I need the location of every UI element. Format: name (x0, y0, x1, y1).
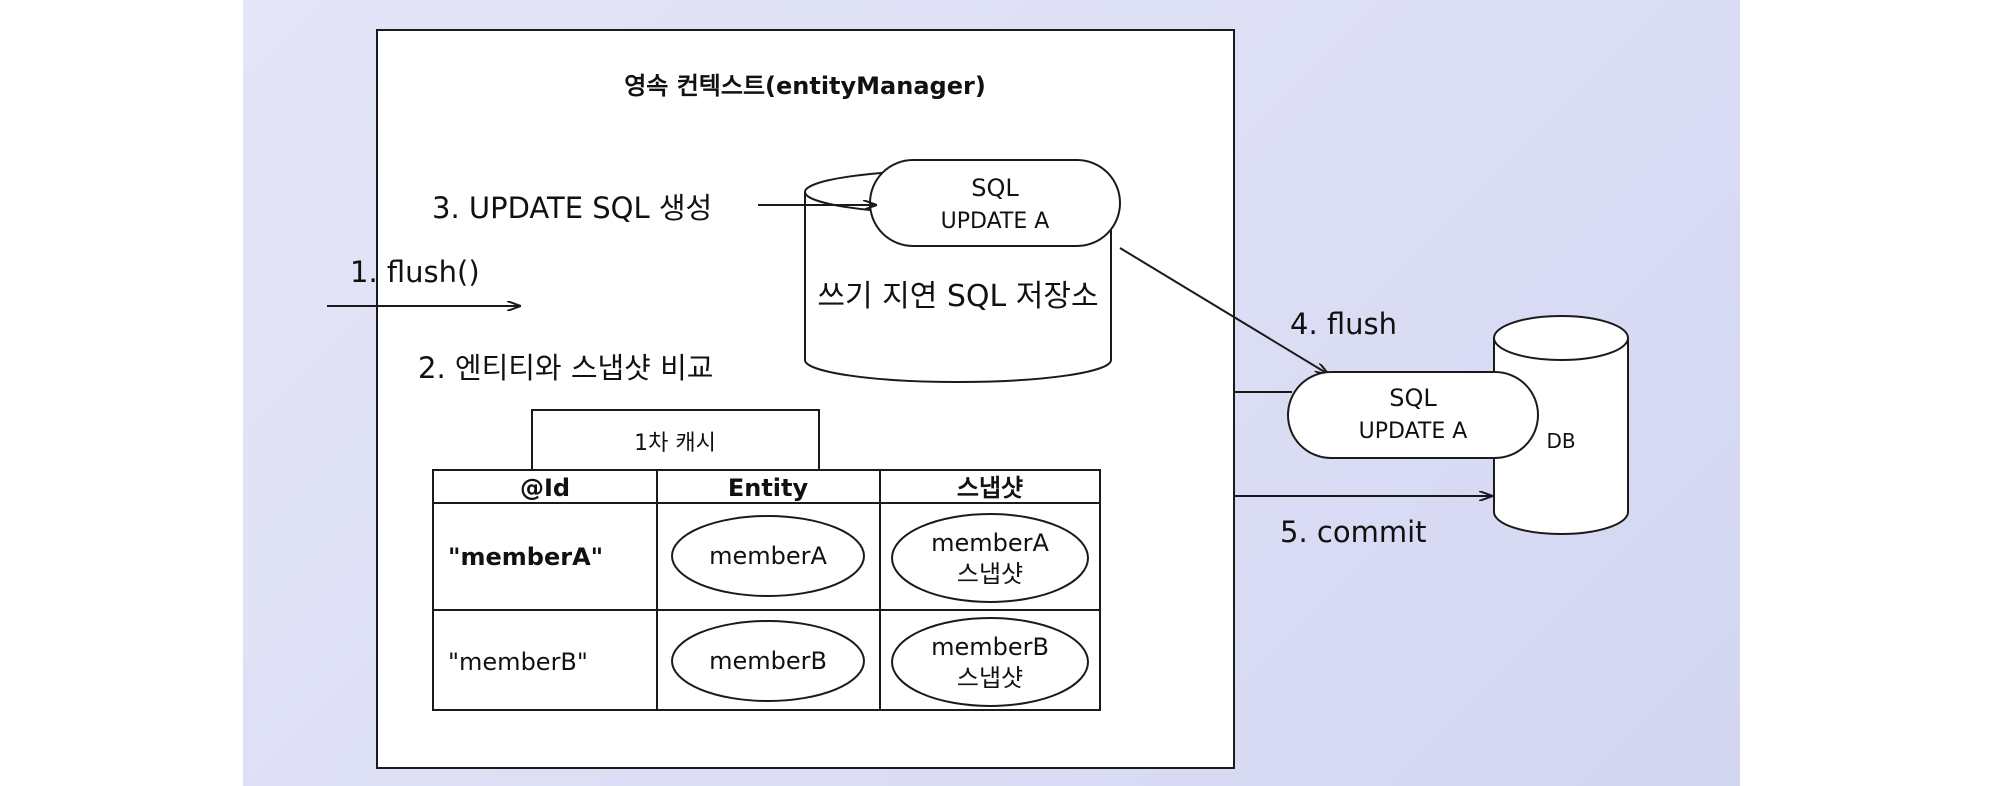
step-generate-sql: 3. UPDATE SQL 생성 (432, 191, 712, 225)
db-sql-pill-title: SQL (1389, 384, 1437, 412)
step-commit: 5. commit (1280, 515, 1427, 549)
entity-b-label: memberB (709, 647, 827, 675)
cache-header-snapshot: 스냅샷 (957, 474, 1023, 502)
entity-a-ellipse (671, 515, 865, 597)
snapshot-b-ellipse (891, 617, 1089, 707)
step-flush: 4. flush (1290, 307, 1397, 341)
cache-row-b-id: "memberB" (448, 648, 588, 676)
db-sql-pill (1287, 371, 1539, 459)
cache-tab-label: 1차 캐시 (634, 431, 716, 456)
cache-header-entity: Entity (728, 474, 809, 502)
context-title: 영속 컨텍스트(entityManager) (624, 72, 986, 100)
snapshot-a-line1: memberA (931, 529, 1049, 557)
cache-header-id: @Id (520, 474, 570, 502)
entity-a-label: memberA (709, 542, 827, 570)
sql-store-pill-title: SQL (971, 174, 1019, 202)
step-compare: 2. 엔티티와 스냅샷 비교 (418, 351, 713, 385)
sql-store-pill-query: UPDATE A (941, 209, 1050, 234)
db-label: DB (1546, 429, 1575, 453)
sql-store-label: 쓰기 지연 SQL 저장소 (817, 279, 1098, 314)
db-sql-pill-query: UPDATE A (1359, 419, 1468, 444)
step-flush-call: 1. flush() (350, 255, 480, 289)
cache-tab (531, 409, 820, 471)
flush-arrow (1119, 247, 1328, 374)
snapshot-b-line2: 스냅샷 (957, 664, 1023, 692)
entity-b-ellipse (671, 620, 865, 702)
cache-row-a-id: "memberA" (448, 543, 603, 571)
snapshot-b-line1: memberB (931, 633, 1049, 661)
snapshot-a-line2: 스냅샷 (957, 560, 1023, 588)
snapshot-a-ellipse (891, 513, 1089, 603)
